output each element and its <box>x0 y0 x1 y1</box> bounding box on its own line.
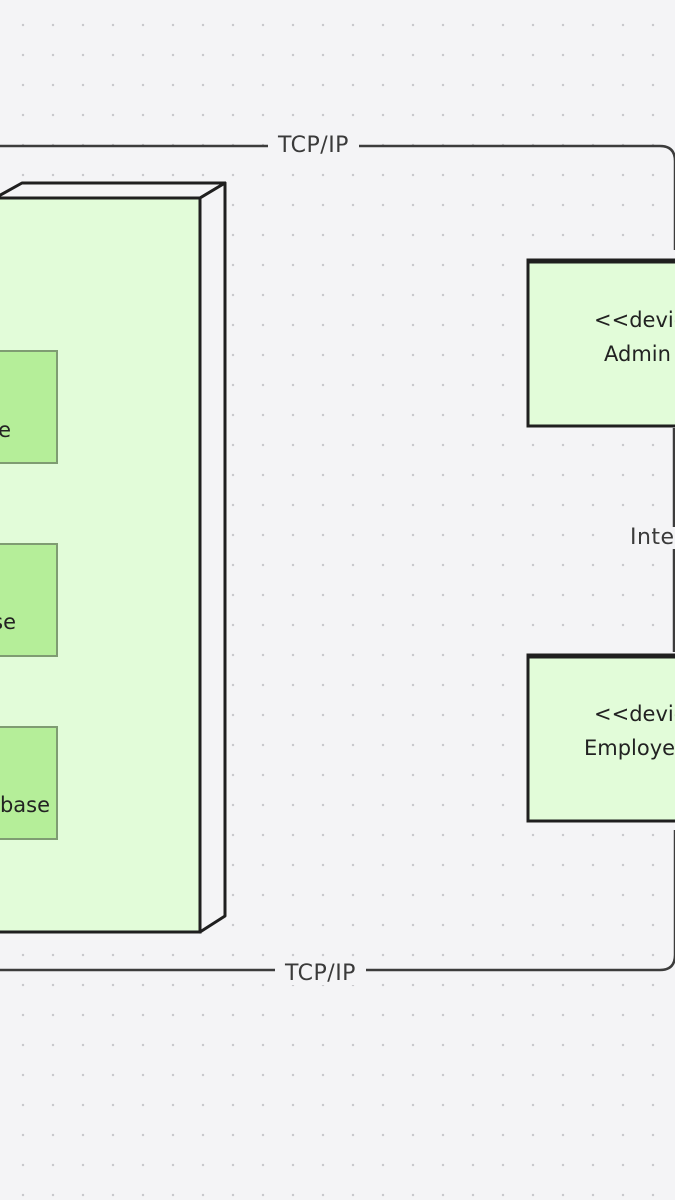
internet-connector-label: Inte <box>620 527 675 549</box>
admin-device-name: Admin <box>604 342 671 366</box>
server-node-side-face <box>198 181 227 934</box>
component-box-1[interactable] <box>0 350 58 464</box>
bottom-connector-label: TCP/IP <box>275 963 366 985</box>
server-node-top-face <box>0 181 227 200</box>
component-box-3[interactable] <box>0 726 58 840</box>
component-label-3: base <box>0 793 50 817</box>
admin-device-stereotype: <<devic <box>594 308 675 332</box>
employee-device-stereotype: <<devic <box>594 702 675 726</box>
top-connector-label: TCP/IP <box>268 135 359 157</box>
admin-device-node[interactable] <box>526 258 675 428</box>
employee-device-name: Employe <box>584 736 675 760</box>
component-label-1: e <box>0 418 11 442</box>
employee-device-node[interactable] <box>526 653 675 823</box>
component-box-2[interactable] <box>0 543 58 657</box>
component-label-2: se <box>0 610 16 634</box>
